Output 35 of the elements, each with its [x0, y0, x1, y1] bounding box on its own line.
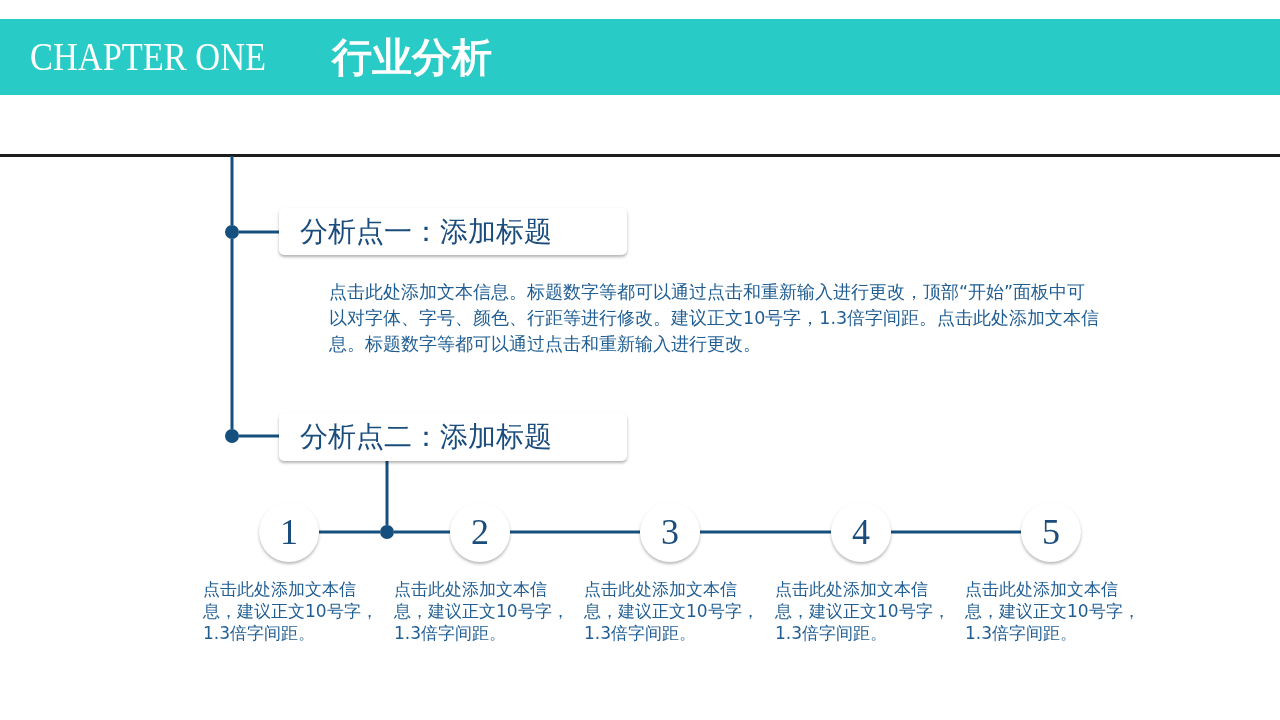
step-number: 3 [661, 512, 679, 552]
junction-dot [225, 429, 239, 443]
number-circle [1021, 502, 1081, 562]
connector-line [700, 530, 831, 534]
connector-line [510, 530, 640, 534]
number-circle [259, 502, 319, 562]
connector-line [230, 156, 234, 225]
connector-line [239, 230, 279, 234]
junction-dot [380, 525, 394, 539]
step-description: 点击此处添加文本信息，建议正文10号字，1.3倍字间距。 [584, 578, 760, 644]
step-description: 点击此处添加文本信息，建议正文10号字，1.3倍字间距。 [775, 578, 951, 644]
number-circle [640, 502, 700, 562]
step-description: 点击此处添加文本信息，建议正文10号字，1.3倍字间距。 [965, 578, 1141, 644]
box-title: 分析点二：添加标题 [300, 419, 552, 455]
title-box [279, 413, 627, 461]
junction-dot [225, 225, 239, 239]
connector-line [394, 530, 450, 534]
step-description: 点击此处添加文本信息，建议正文10号字，1.3倍字间距。 [203, 578, 379, 644]
connector-line [319, 530, 380, 534]
chapter-label: CHAPTER ONE [30, 35, 267, 79]
page-title: 行业分析 [332, 33, 492, 81]
step-number: 4 [852, 512, 870, 552]
number-circle [831, 502, 891, 562]
title-box [279, 208, 627, 255]
step-number: 2 [471, 512, 489, 552]
connector-line [385, 461, 389, 525]
connector-line [230, 239, 234, 429]
step-number: 1 [280, 512, 298, 552]
connector-line [891, 530, 1021, 534]
step-number: 5 [1042, 512, 1060, 552]
step-description: 点击此处添加文本信息，建议正文10号字，1.3倍字间距。 [394, 578, 570, 644]
number-circle [450, 502, 510, 562]
body-text: 点击此处添加文本信息。标题数字等都可以通过点击和重新输入进行更改，顶部“开始”面板中可以对字体、字号、颜色、行距等进行修改。建议正文10号字，1.3倍字间距。点击此处添加文本信息。标题数字等都可以通过点击和重新输入进行更改。 [329, 281, 1101, 356]
connector-line [239, 434, 279, 438]
box-title: 分析点一：添加标题 [300, 213, 552, 250]
